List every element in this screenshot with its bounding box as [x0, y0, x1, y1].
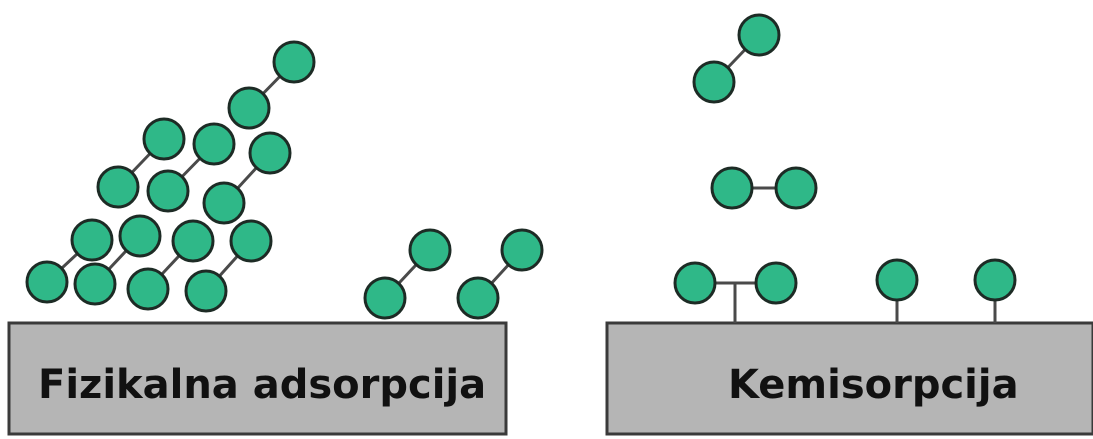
atom-circle: [192, 122, 236, 166]
atom-circle: [673, 261, 717, 305]
atom-circle: [70, 218, 114, 262]
physical-adsorption-label: Fizikalna adsorpcija: [38, 362, 486, 408]
surface-bond: [714, 281, 737, 323]
atom-circle: [96, 165, 140, 209]
atom-circle: [774, 166, 818, 210]
atom-circle: [363, 276, 407, 320]
atom-circle: [875, 258, 919, 302]
atom-circle: [710, 166, 754, 210]
atom-circle: [227, 86, 271, 130]
atom-circle: [456, 276, 500, 320]
atom-circle: [73, 262, 117, 306]
atom-circle: [142, 117, 186, 161]
atom-circle: [126, 267, 170, 311]
atom-circle: [25, 260, 69, 304]
atom-circle: [146, 169, 190, 213]
atom-circle: [202, 181, 246, 225]
atom-circle: [171, 219, 215, 263]
atom-circle: [973, 258, 1017, 302]
physical-adsorption-panel: Fizikalna adsorpcija: [7, 40, 544, 436]
atom-circle: [754, 261, 798, 305]
atom-circle: [692, 60, 736, 104]
atom-circle: [500, 228, 544, 272]
chemisorption-surface: [605, 321, 1093, 436]
atom-circle: [408, 228, 452, 272]
atom-circle: [272, 40, 316, 84]
atom-circle: [737, 13, 781, 57]
chemisorption-panel: Kemisorpcija: [605, 13, 1093, 436]
chemisorption-label: Kemisorpcija: [728, 362, 1019, 408]
physisorbed-molecules: [25, 40, 544, 320]
chemisorbed-molecules: [673, 13, 1017, 305]
atom-circle: [118, 214, 162, 258]
atom-circle: [248, 131, 292, 175]
physical-adsorption-surface: [7, 321, 508, 436]
atom-circle: [184, 269, 228, 313]
atom-circle: [229, 219, 273, 263]
